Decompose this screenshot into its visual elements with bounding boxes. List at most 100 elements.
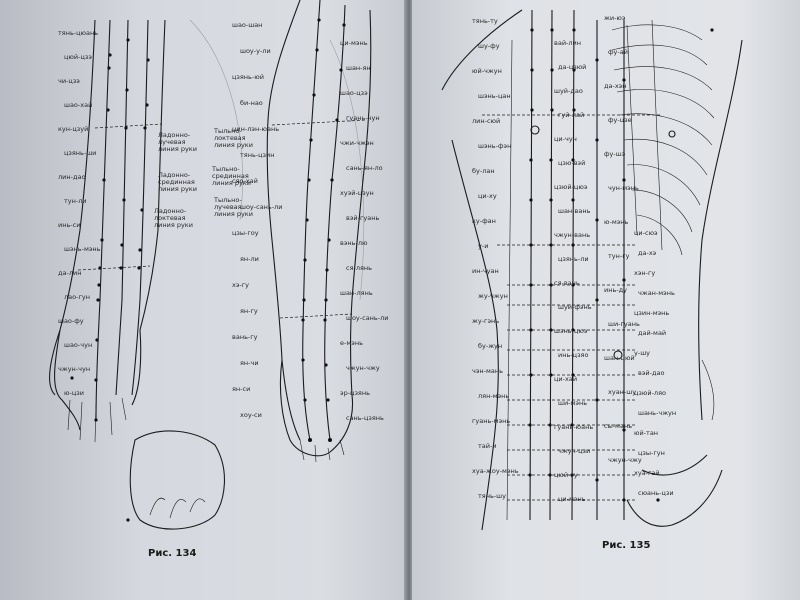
acupoint-label: да-хэ: [638, 249, 657, 257]
acupoint-label: ин-чуан: [472, 267, 499, 275]
acupoint-label: чун-мэнь: [608, 184, 639, 192]
acupoint-label: шань-чжун: [638, 409, 677, 417]
acupoint-label: ци-мэнь: [558, 495, 586, 503]
acupoint-label: цзин-мэнь: [634, 309, 670, 317]
acupoint-label: дай-май: [638, 329, 667, 337]
acupoint-label: чжан-мэнь: [638, 289, 675, 297]
acupoint-label: да-хэн: [604, 82, 627, 90]
acupoint-label: ян-ли: [240, 255, 259, 263]
acupoint-label: вэнь-лю: [340, 239, 368, 247]
acupoint-label: цзюй-ляо: [634, 389, 666, 397]
acupoint-label: чжун-цзи: [558, 447, 591, 455]
acupoint-label: лян-мэнь: [478, 392, 510, 400]
acupoint-label: хуа-гай: [634, 469, 660, 477]
acupoint-label: инь-ду: [604, 286, 627, 294]
acupoint-label: жу-гэнь: [472, 317, 500, 325]
acupoint-label: чжун-вань: [554, 231, 591, 239]
note-dorsal-middle: Тыльно-срединная линия руки: [212, 165, 251, 187]
acupoint-label: шан-цюй: [604, 354, 635, 362]
figure-caption-135: Рис. 135: [602, 540, 651, 551]
acupoint-label: у-и: [478, 242, 489, 250]
acupoint-label: лин-сюй: [472, 117, 501, 125]
note-palmar-radial: Ладонно-лучевая линия руки: [158, 131, 197, 153]
acupoint-label: хэ-гу: [232, 281, 250, 289]
acupoint-label: шан-ян: [346, 64, 371, 72]
acupoint-label: ши-гуань: [608, 320, 640, 328]
acupoint-label: цзянь-ши: [64, 149, 97, 157]
acupoint-label: ци-сюэ: [634, 229, 658, 237]
acupoint-label: гуань-мэнь: [472, 417, 511, 425]
acupoint-label: сюань-цзи: [638, 489, 674, 497]
note-palmar-middle: Ладонно-срединная линия руки: [158, 171, 197, 193]
acupoint-label: тай-и: [478, 442, 497, 450]
acupoint-label: шуй-фэнь: [558, 303, 592, 311]
acupoint-label: жу-чжун: [478, 292, 508, 300]
acupoint-label: цюй-гу: [554, 471, 578, 479]
acupoint-label: юй-тан: [634, 429, 659, 437]
acupoint-label: фу-ай: [608, 48, 628, 56]
acupoint-label: хуа-жоу-мэнь: [472, 467, 519, 475]
acupoint-label: чжун-чжу: [346, 364, 380, 372]
acupoint-label: шоу-у-ли: [240, 47, 271, 55]
acupoint-label: ся-вань: [554, 279, 580, 287]
acupoint-label: ян-чи: [240, 359, 259, 367]
acupoint-label: шэнь-фэн: [478, 142, 512, 150]
acupoint-label: бу-лан: [472, 167, 495, 175]
arm-meridian-illustration: [49, 0, 372, 530]
acupoint-label: шан-вань: [558, 207, 591, 215]
acupoint-label: цин-лэн-юань: [232, 125, 280, 133]
acupoint-label: лао-гун: [64, 293, 90, 301]
acupoint-label: инь-цзяо: [558, 351, 589, 359]
acupoint-label: шоу-сань-ли: [240, 203, 283, 211]
acupoint-label: юй-чжун: [472, 67, 502, 75]
acupoint-label: гуань-юань: [554, 423, 594, 431]
left-book-page: Ладонно-лучевая линия руки Ладонно-среди…: [0, 0, 406, 600]
acupoint-label: чэн-мань: [472, 367, 503, 375]
acupoint-label: ян-гу: [240, 307, 258, 315]
acupoint-label: тун-ли: [64, 197, 87, 205]
acupoint-label: ку-фан: [472, 217, 496, 225]
acupoint-label: ци-хай: [554, 375, 578, 383]
acupoint-label: шуй-дао: [554, 87, 583, 95]
acupoint-label: ци-чун: [554, 135, 577, 143]
acupoint-label: е-мэнь: [340, 339, 363, 347]
acupoint-label: шэнь-мэнь: [64, 245, 101, 253]
torso-meridian-illustration: [441, 9, 743, 531]
acupoint-label: фу-шэ: [604, 150, 626, 158]
acupoint-label: да-лин: [58, 269, 82, 277]
acupoint-label: хуэй-цзун: [340, 189, 374, 197]
acupoint-label: ши-мэнь: [558, 399, 588, 407]
acupoint-label: цзю-вэй: [558, 159, 586, 167]
acupoint-label: да-цзюй: [558, 63, 587, 71]
acupoint-label: ци-мэнь: [340, 39, 368, 47]
acupoint-label: гуань-чун: [346, 114, 380, 122]
acupoint-label: у-шу: [634, 349, 650, 357]
acupoint-label: шан-лянь: [340, 289, 373, 297]
acupoint-label: ци-ху: [478, 192, 497, 200]
acupoint-label: вэй-гуань: [346, 214, 380, 222]
acupoint-label: сань-цзянь: [346, 414, 384, 422]
acupoint-label: шэнь-цюэ: [554, 327, 588, 335]
acupoint-label: вай-лин: [554, 39, 582, 47]
acupoint-label: хоу-си: [240, 411, 262, 419]
acupoint-label: шао-чун: [64, 341, 93, 349]
acupoint-label: хуан-шу: [608, 388, 637, 396]
acupoint-label: шао-цзэ: [340, 89, 368, 97]
book-gutter: [404, 0, 414, 600]
acupoint-label: шао-фу: [58, 317, 84, 325]
acupoint-label: кун-цзуй: [58, 125, 89, 133]
acupoint-label: хэн-гу: [634, 269, 656, 277]
acupoint-label: цзы-гоу: [232, 229, 259, 237]
acupoint-label: чжун-чжу: [608, 456, 642, 464]
acupoint-label: шао-шан: [232, 21, 263, 29]
acupoint-label: цзы-гун: [638, 449, 665, 457]
acupoint-label: цюй-цзэ: [64, 53, 92, 61]
acupoint-label: ян-си: [232, 385, 251, 393]
acupoint-label: тянь-ту: [472, 17, 498, 25]
acupoint-label: тянь-шу: [478, 492, 506, 500]
acupoint-label: ю-мэнь: [604, 218, 629, 226]
acupoint-label: шао-хай: [64, 101, 93, 109]
acupoint-label: чи-цзэ: [58, 77, 80, 85]
acupoint-label: чжун-чун: [58, 365, 91, 373]
